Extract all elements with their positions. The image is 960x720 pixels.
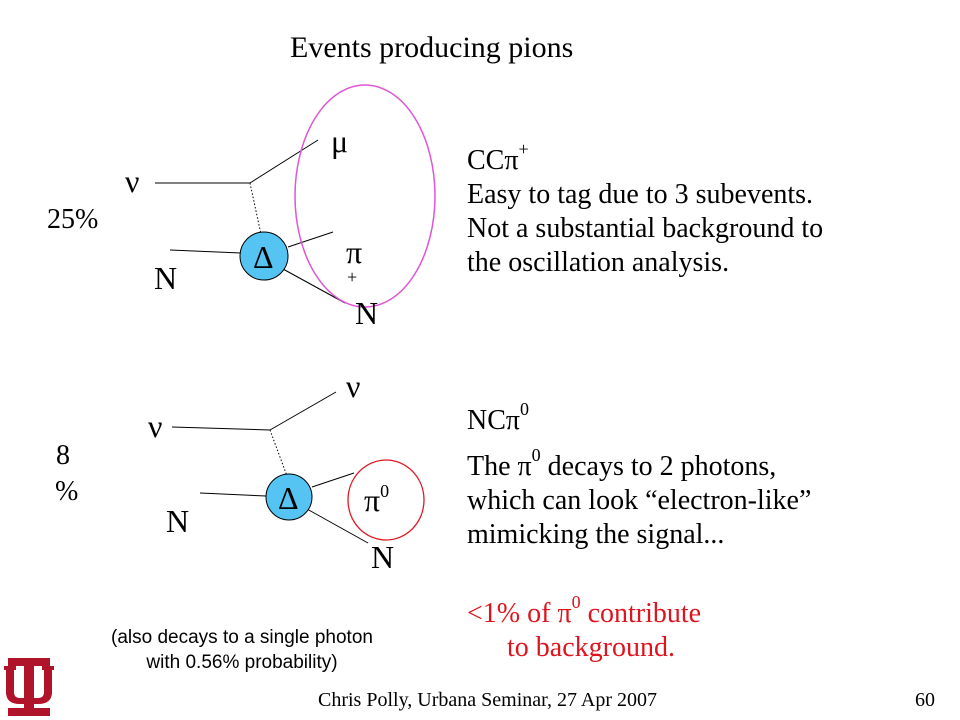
cc-delta-resonance <box>239 231 289 281</box>
nc-incoming-neutrino-line <box>171 426 271 431</box>
single-photon-note: (also decays to a single photon with 0.5… <box>62 625 422 675</box>
cc-pion-charge-label: + <box>347 267 358 287</box>
cc-muon-line <box>249 139 319 184</box>
nc-percent-sign: % <box>55 476 79 507</box>
cc-neutrino-label: ν <box>125 163 140 199</box>
cc-pion-label: π <box>346 234 363 270</box>
cc-tag-circle <box>294 84 436 308</box>
cc-outgoing-nucleon-line <box>282 268 346 304</box>
nc-outgoing-neutrino-label: ν <box>346 368 361 404</box>
footer-credit: Chris Polly, Urbana Seminar, 27 Apr 2007 <box>318 689 657 711</box>
nc-pion-symbol: π <box>364 482 381 518</box>
nc-description: NCπ0 The π0 decays to 2 photons, which c… <box>467 392 811 552</box>
nc-line-1: The π0 decays to 2 photons, <box>467 438 811 484</box>
nc-line-2: which can look “electron-like” <box>467 485 812 516</box>
nc-neutrino-label: ν <box>148 408 163 444</box>
cc-heading-base: CCπ <box>467 145 519 176</box>
nc-line-1-pre: The <box>467 451 518 482</box>
nc-outgoing-nucleon-label: N <box>371 539 395 575</box>
nc-heading-base: NCπ <box>467 405 521 436</box>
nc-z-boson-line <box>269 429 288 477</box>
cc-diagram <box>155 84 436 308</box>
nc-pion-line <box>311 472 355 488</box>
nc-red-line-2: to background. <box>507 632 675 663</box>
nc-line-1-sup: 0 <box>531 445 541 465</box>
nc-diagram <box>171 391 425 544</box>
nc-red-post: contribute <box>580 598 702 629</box>
cc-incoming-nucleon-line <box>169 249 242 254</box>
cc-line-3: the oscillation analysis. <box>467 247 730 278</box>
cc-line-1: Easy to tag due to 3 subevents. <box>467 179 814 210</box>
cc-heading: CCπ+ <box>467 132 823 178</box>
cc-pion-line <box>287 231 334 248</box>
cc-incoming-nucleon-label: N <box>154 260 178 296</box>
nc-red-pi: π <box>557 598 572 629</box>
nc-percent-number: 8 <box>56 440 70 471</box>
nc-line-1-post: decays to 2 photons, <box>540 451 777 482</box>
nc-incoming-nucleon-line <box>199 492 267 497</box>
university-trident-logo <box>4 658 54 716</box>
cc-heading-sup: + <box>518 139 529 159</box>
nc-delta-label: Δ <box>278 480 299 516</box>
nc-red-line-1: <1% of π0 contribute <box>467 585 701 631</box>
cc-line-2: Not a substantial background to <box>467 213 824 244</box>
cc-outgoing-nucleon-label: N <box>355 295 379 331</box>
nc-delta-resonance <box>265 473 313 521</box>
nc-heading-sup: 0 <box>520 399 530 419</box>
note-line-1: (also decays to a single photon <box>111 627 373 648</box>
cc-muon-label: μ <box>331 123 349 159</box>
nc-incoming-nucleon-label: N <box>166 503 190 539</box>
nc-heading: NCπ0 <box>467 392 811 438</box>
slide-title: Events producing pions <box>290 31 574 64</box>
nc-outgoing-neutrino-line <box>269 391 337 431</box>
nc-pion-sup: 0 <box>380 481 390 501</box>
nc-red-sup: 0 <box>571 592 581 612</box>
nc-contribution-note: <1% of π0 contribute to background. <box>467 585 701 665</box>
nc-pion-label: π0 <box>364 482 389 516</box>
note-line-2: with 0.56% probability) <box>146 652 338 673</box>
cc-description: CCπ+ Easy to tag due to 3 subevents. Not… <box>467 132 823 280</box>
cc-percent-label: 25% <box>47 204 99 235</box>
nc-line-3: mimicking the signal... <box>467 519 725 550</box>
cc-delta-label: Δ <box>253 239 274 275</box>
page-number: 60 <box>915 689 935 711</box>
nc-outgoing-nucleon-line <box>306 508 369 544</box>
nc-red-pre: <1% of <box>467 598 558 629</box>
nc-pion-circle <box>347 459 425 541</box>
nc-line-1-pi: π <box>517 451 532 482</box>
